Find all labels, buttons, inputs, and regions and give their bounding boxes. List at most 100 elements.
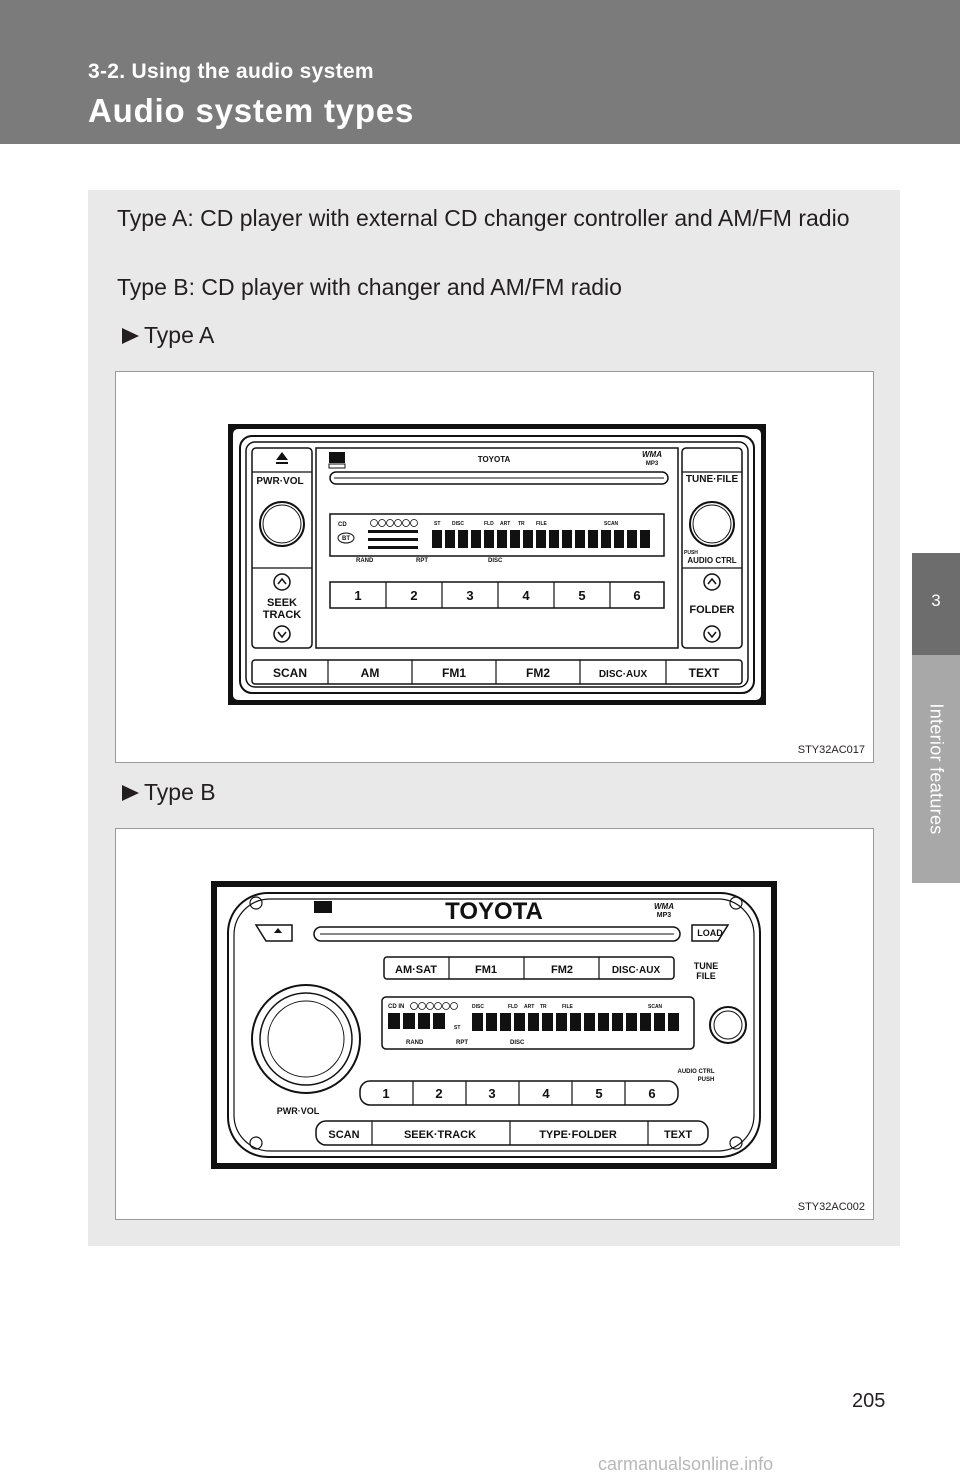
eject-icon[interactable] (276, 452, 288, 460)
type-b-tune-file-knob[interactable] (709, 1006, 747, 1044)
type-b-heading-text: Type B (144, 779, 216, 805)
type-b-load-label: LOAD (697, 928, 723, 938)
type-b-load-button[interactable] (691, 924, 730, 942)
type-a-disp-scan: SCAN (604, 521, 619, 527)
page-title: Audio system types (88, 92, 415, 129)
type-a-disp-rand: RAND (356, 558, 374, 564)
seek-up-icon[interactable] (273, 573, 291, 591)
type-b-figure-code: STY32AC002 (797, 1201, 865, 1213)
page-header: 3-2. Using the audio system Audio system… (0, 0, 960, 144)
type-b-preset-4[interactable]: 4 (542, 1086, 550, 1101)
type-a-track-label: TRACK (263, 609, 302, 621)
type-b-wma-logo: WMA (654, 902, 674, 911)
type-a-disp-disc: DISC (452, 521, 464, 527)
chapter-tab[interactable]: 3 (912, 553, 960, 655)
type-b-preset-2[interactable]: 2 (435, 1086, 442, 1101)
type-b-fm2-button[interactable]: FM2 (551, 964, 573, 976)
type-b-scan-button[interactable]: SCAN (328, 1129, 359, 1141)
section-heading: 3-2. Using the audio system (88, 60, 374, 83)
type-a-preset-6[interactable]: 6 (633, 588, 640, 603)
type-a-fm2-button[interactable]: FM2 (526, 666, 550, 680)
type-b-seek-track-button[interactable]: SEEK·TRACK (404, 1129, 476, 1141)
type-b-disp-tr: TR (540, 1004, 547, 1010)
type-a-bottom-bar (251, 659, 743, 685)
type-b-pwr-vol-label: PWR·VOL (277, 1106, 320, 1116)
type-b-disp-rpt: RPT (456, 1040, 468, 1046)
type-a-figure-code: STY32AC017 (797, 744, 865, 756)
type-b-preset-1[interactable]: 1 (382, 1086, 389, 1101)
folder-up-icon[interactable] (703, 573, 721, 591)
type-a-segment-display (432, 530, 650, 548)
type-a-tune-file-label: TUNE·FILE (686, 474, 739, 485)
type-b-segment-display (472, 1013, 679, 1031)
type-a-audio-ctrl-label: AUDIO CTRL (687, 556, 736, 565)
type-a-preset-5[interactable]: 5 (578, 588, 585, 603)
type-b-disp-disc-2: DISC (510, 1040, 525, 1046)
type-a-disp-file: FILE (536, 521, 547, 527)
eject-icon (274, 928, 282, 933)
cd-slot[interactable] (329, 471, 669, 485)
type-b-preset-5[interactable]: 5 (595, 1086, 602, 1101)
disc-logo-icon (314, 901, 332, 913)
type-a-tune-file-knob[interactable] (689, 501, 735, 547)
type-b-text-button[interactable]: TEXT (664, 1129, 692, 1141)
type-b-audio-ctrl-label: AUDIO CTRL (678, 1069, 715, 1075)
type-b-heading: Type B (122, 779, 216, 806)
type-a-inner-bezel (233, 429, 761, 700)
type-a-preset-3[interactable]: 3 (466, 588, 473, 603)
type-a-folder-label: FOLDER (689, 604, 734, 616)
type-a-power-volume-knob[interactable] (259, 501, 305, 547)
type-a-preset-2[interactable]: 2 (410, 588, 417, 603)
type-a-wma-logo: WMA (642, 450, 662, 459)
type-b-preset-6[interactable]: 6 (648, 1086, 655, 1101)
type-b-eject-button[interactable] (254, 924, 293, 942)
type-b-disp-disc: DISC (472, 1004, 484, 1010)
type-a-fm1-button[interactable]: FM1 (442, 666, 466, 680)
type-b-display (381, 996, 695, 1050)
folder-down-icon[interactable] (703, 625, 721, 643)
type-a-brand: TOYOTA (478, 455, 511, 464)
intro-type-a: Type A: CD player with external CD chang… (117, 205, 850, 231)
type-a-disp-bt: BT (342, 536, 350, 542)
type-a-am-button[interactable]: AM (361, 666, 380, 680)
type-b-band-bar (383, 956, 675, 980)
type-b-disp-rand: RAND (406, 1040, 424, 1046)
type-a-preset-1[interactable]: 1 (354, 588, 361, 603)
type-a-preset-4[interactable]: 4 (522, 588, 530, 603)
figure-type-b: LOAD TOYOTA WMA MP3 AM·SAT FM1 FM2 DISC·… (115, 828, 874, 1220)
type-b-disc-aux-button[interactable]: DISC·AUX (612, 965, 661, 976)
disc-logo-icon (329, 452, 345, 463)
type-b-radio-illustration: LOAD TOYOTA WMA MP3 AM·SAT FM1 FM2 DISC·… (211, 881, 777, 1169)
type-a-preset-bar (329, 581, 665, 609)
type-a-radio-illustration: TOYOTA WMA MP3 PWR·VOL TUNE·FILE PUSH AU… (228, 424, 766, 705)
type-b-tune-label: TUNE (694, 961, 719, 971)
type-a-disp-tr: TR (518, 521, 525, 527)
type-a-disp-st: ST (434, 521, 440, 527)
type-a-disp-art: ART (500, 521, 510, 527)
type-a-scan-button[interactable]: SCAN (273, 666, 307, 680)
type-a-disp-rpt: RPT (416, 558, 428, 564)
type-b-disp-fld: FLD (508, 1004, 518, 1010)
type-a-heading-text: Type A (144, 322, 215, 348)
type-a-disp-fld: FLD (484, 521, 494, 527)
type-a-text-button[interactable]: TEXT (689, 666, 720, 680)
type-a-push-label: PUSH (684, 550, 698, 556)
type-a-mp3-logo: MP3 (646, 461, 659, 467)
type-b-type-folder-button[interactable]: TYPE·FOLDER (539, 1129, 617, 1141)
type-b-fm1-button[interactable]: FM1 (475, 964, 497, 976)
type-b-cd-slot[interactable] (313, 926, 681, 942)
type-a-heading: Type A (122, 322, 214, 349)
type-b-bottom-bar (315, 1120, 709, 1146)
type-a-disc-aux-button[interactable]: DISC·AUX (599, 669, 648, 680)
seek-down-icon[interactable] (273, 625, 291, 643)
type-a-pwr-vol-label: PWR·VOL (256, 476, 303, 487)
intro-type-b: Type B: CD player with changer and AM/FM… (117, 274, 622, 300)
page-number: 205 (852, 1390, 886, 1412)
type-a-display (329, 513, 665, 557)
type-b-push-label: PUSH (698, 1077, 715, 1083)
figure-type-a: TOYOTA WMA MP3 PWR·VOL TUNE·FILE PUSH AU… (115, 371, 874, 763)
type-b-am-sat-button[interactable]: AM·SAT (395, 964, 437, 976)
type-b-disp-file: FILE (562, 1004, 573, 1010)
type-a-disp-disc-2: DISC (488, 558, 503, 564)
type-b-preset-3[interactable]: 3 (488, 1086, 495, 1101)
